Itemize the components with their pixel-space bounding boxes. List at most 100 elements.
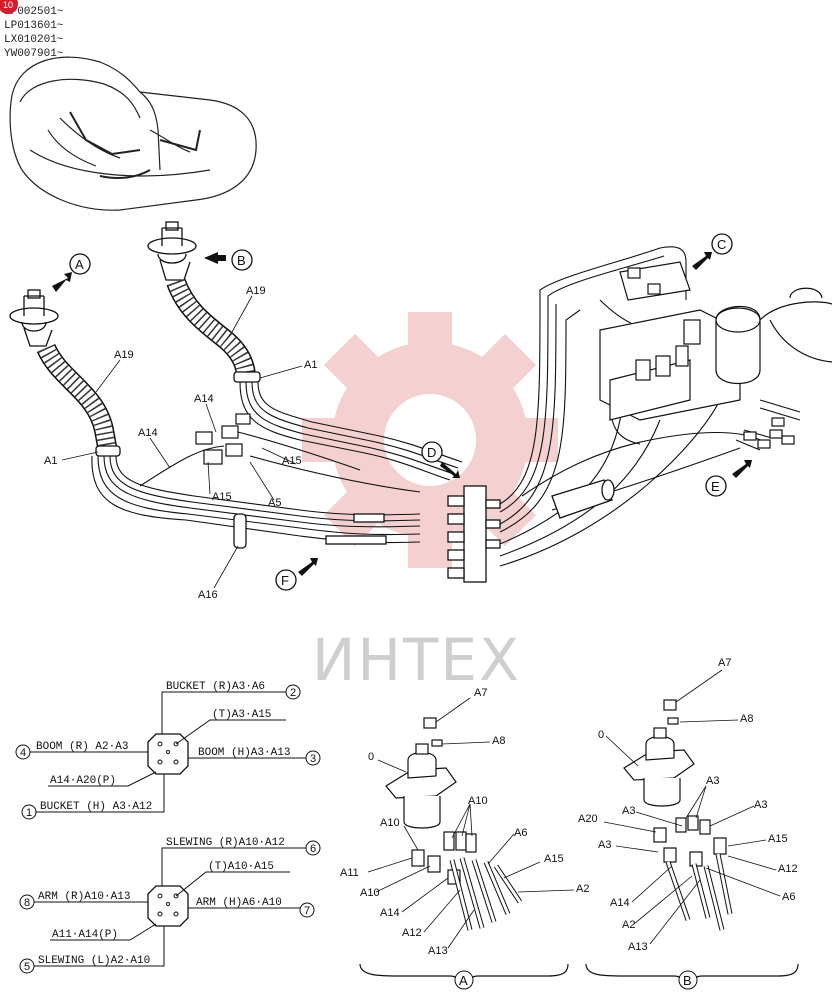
- pilot-valve-b: [147, 221, 197, 281]
- detail-a-label-a13: A13: [428, 945, 448, 957]
- detail-b-label-a15: A15: [768, 833, 788, 845]
- view-marker-b: B: [231, 249, 253, 271]
- view-marker-f: F: [275, 569, 297, 591]
- detail-b-labels: A7 A8 0 A3 A3 A3 A20 A3 A15 A12 A6 A14 A…: [578, 657, 798, 990]
- detail-a-label-a6: A6: [514, 827, 527, 839]
- port-diagram-right-labels: SLEWING (R)A10·A12 (T)A10·A15 ARM (R)A10…: [19, 837, 321, 974]
- detail-b-label-a6: A6: [782, 891, 795, 903]
- port-arm-h: ARM (H)A6·A10: [196, 897, 282, 909]
- port-slewing-r: SLEWING (R)A10·A12: [166, 837, 285, 849]
- port-p-right: A11·A14(P): [52, 929, 118, 941]
- view-letter-d: D: [427, 445, 436, 460]
- label-a16: A16: [198, 589, 218, 601]
- serial-2: LP013601~: [4, 20, 64, 32]
- detail-a-label-a10-top: A10: [468, 795, 488, 807]
- leader-lines-main: [61, 295, 303, 589]
- machine-overview-sketch: [9, 56, 257, 211]
- line-filter: [551, 479, 615, 519]
- detail-a-label-a14: A14: [380, 907, 400, 919]
- port-boom-r: BOOM (R) A2·A3: [36, 741, 128, 753]
- port-slewing-l: SLEWING (L)A2·A10: [38, 955, 150, 967]
- detail-b-drawing: [585, 699, 799, 990]
- port-boom-h: BOOM (H)A3·A13: [198, 747, 290, 759]
- view-marker-c: C: [711, 233, 733, 255]
- detail-b-label-0: 0: [598, 729, 604, 741]
- tee-fittings: [195, 413, 251, 465]
- port-bucket-h: BUCKET (H) A3·A12: [40, 801, 152, 813]
- detail-b-label-a7: A7: [718, 657, 731, 669]
- detail-a-label-0: 0: [368, 751, 374, 763]
- detail-b-leaders: [603, 669, 781, 945]
- serial-4: YW007901~: [4, 48, 64, 60]
- clamp-a16: [233, 513, 247, 549]
- part-labels-main: A19 A19 A1 A1 A14 A14 A15 A15 A5 A16: [44, 285, 317, 601]
- clamp-a1-right: [233, 371, 261, 383]
- port-t-right: (T)A10·A15: [208, 861, 274, 873]
- port-num-5: 5: [24, 961, 30, 973]
- detail-b-label-a3-left: A3: [622, 805, 635, 817]
- detail-a-label-a11: A11: [340, 867, 359, 879]
- detail-a-label-a7: A7: [474, 687, 487, 699]
- detail-b-label-a3-right: A3: [754, 799, 767, 811]
- port-p-left: A14·A20(P): [50, 775, 116, 787]
- detail-a-label-a12: A12: [402, 927, 422, 939]
- view-marker-a: A: [69, 253, 91, 275]
- label-a5: A5: [268, 497, 281, 509]
- detail-a-label-a2: A2: [576, 883, 589, 895]
- port-num-3: 3: [310, 753, 316, 765]
- view-letter-e: E: [711, 479, 720, 494]
- detail-a-label-a15: A15: [544, 853, 564, 865]
- port-num-2: 2: [290, 687, 296, 699]
- hydraulic-tank: [715, 287, 832, 384]
- port-diagram-right: [30, 847, 306, 967]
- detail-a-labels: A7 A8 0 A10 A10 A6 A15 A11 A2 A10 A14 A1…: [340, 687, 589, 990]
- detail-a-caption: A: [459, 973, 468, 988]
- label-a19-left: A19: [114, 349, 134, 361]
- port-arm-r: ARM (R)A10·A13: [38, 891, 130, 903]
- port-num-8: 8: [24, 897, 30, 909]
- label-a1-left: A1: [44, 455, 57, 467]
- view-marker-e: E: [705, 475, 727, 497]
- view-letter-c: C: [717, 237, 726, 252]
- hose-a19-right: [166, 278, 256, 379]
- port-num-7: 7: [304, 905, 310, 917]
- watermark-gear-icon: [302, 312, 558, 568]
- view-letter-b: B: [237, 253, 246, 268]
- pilot-control-block: [325, 485, 501, 583]
- label-a14-left: A14: [138, 427, 158, 439]
- port-num-6: 6: [310, 843, 316, 855]
- detail-a-drawing: [359, 717, 569, 990]
- label-a1-right: A1: [304, 359, 317, 371]
- view-letter-a: A: [75, 257, 84, 272]
- port-diagram-left: [30, 691, 306, 813]
- control-valve-body: [599, 261, 741, 421]
- serial-3: LX010201~: [4, 34, 64, 46]
- detail-a-label-a10-low: A10: [360, 887, 380, 899]
- port-t-left: (T)A3·A15: [212, 709, 271, 721]
- label-a14-top: A14: [194, 393, 214, 405]
- serial-1: LP002501~: [4, 6, 64, 18]
- badge-number: 10: [3, 0, 13, 10]
- view-arrows: [52, 252, 752, 576]
- port-num-4: 4: [20, 747, 26, 759]
- label-a19-right: A19: [246, 285, 266, 297]
- label-a15-upper: A15: [282, 455, 302, 467]
- detail-a-label-a8: A8: [492, 735, 505, 747]
- detail-a-label-a10-mid: A10: [380, 817, 400, 829]
- detail-b-label-a3-top: A3: [706, 775, 719, 787]
- detail-b-caption: B: [683, 973, 692, 988]
- detail-b-label-a8: A8: [740, 713, 753, 725]
- detail-b-label-a14: A14: [610, 897, 630, 909]
- fittings-e: [743, 417, 795, 449]
- detail-b-label-a3-low: A3: [598, 839, 611, 851]
- port-bucket-r: BUCKET (R)A3·A6: [166, 681, 265, 693]
- detail-b-label-a12: A12: [778, 863, 798, 875]
- label-a15-lower: A15: [212, 491, 232, 503]
- port-diagram-left-labels: BUCKET (R)A3·A6 (T)A3·A15 BOOM (R) A2·A3…: [15, 681, 321, 820]
- clamp-a1-left: [95, 445, 121, 457]
- detail-b-label-a2: A2: [622, 919, 635, 931]
- pilot-valve-a: [9, 289, 59, 347]
- page-badge: 10: [0, 0, 18, 14]
